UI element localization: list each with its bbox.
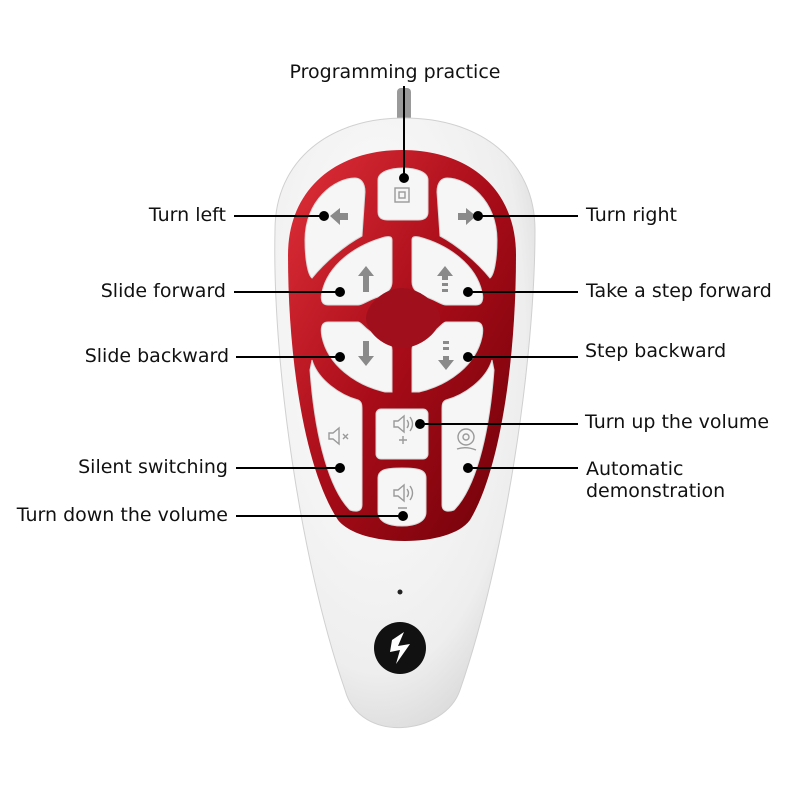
demo-icon [457,428,475,446]
label-turn-down-volume: Turn down the volume [16,504,228,526]
indicator-light [397,589,403,595]
chip-icon [394,187,410,203]
turn-right-button[interactable] [436,177,498,279]
label-programming-practice: Programming practice [289,61,501,83]
label-automatic-demonstration: Automatic demonstration [586,458,725,502]
arrow-left-icon [330,208,348,225]
turn-left-button[interactable] [304,177,366,279]
label-take-step-forward: Take a step forward [586,280,772,302]
speaker-minus-icon [393,483,414,509]
speaker-plus-icon [393,414,414,444]
label-automatic-line1: Automatic [586,458,684,480]
label-turn-right: Turn right [586,204,677,226]
arrow-down-icon [358,341,374,366]
label-step-backward: Step backward [585,340,727,362]
volume-up-button[interactable] [375,408,429,460]
mute-speaker-icon [328,426,349,446]
silent-button[interactable] [309,359,363,512]
label-turn-up-volume: Turn up the volume [585,411,770,433]
programming-button[interactable] [377,167,429,221]
arrow-up-icon [358,266,374,292]
label-turn-left: Turn left [148,204,226,226]
step-up-icon [437,266,453,292]
label-silent-switching: Silent switching [78,456,228,478]
volume-down-button[interactable] [377,467,427,527]
arrow-right-icon [458,208,476,225]
label-slide-backward: Slide backward [84,345,229,367]
label-slide-forward: Slide forward [100,280,226,302]
step-down-icon [438,341,454,370]
label-automatic-line2: demonstration [586,480,726,502]
center-button[interactable] [366,288,440,348]
